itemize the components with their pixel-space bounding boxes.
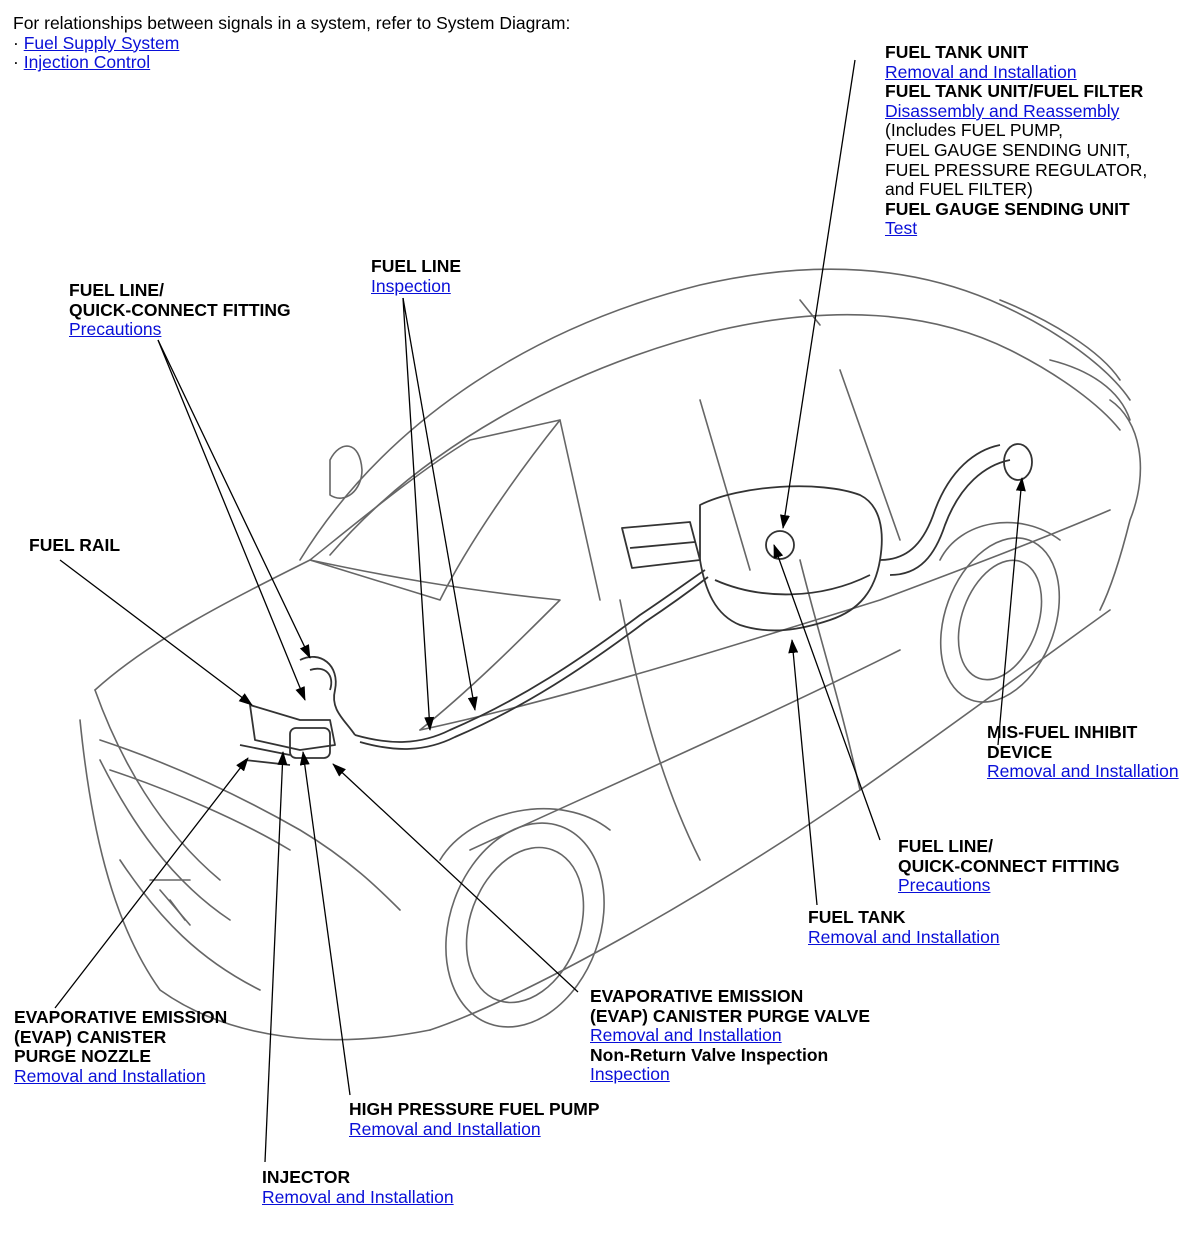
link-row: Removal and Installation (987, 762, 1187, 782)
callout-note: (Includes FUEL PUMP, (885, 120, 1063, 141)
callout-heading: FUEL TANK UNIT/FUEL FILTER (885, 81, 1144, 102)
callout-evap-canister-purge-valve: EVAPORATIVE EMISSION(EVAP) CANISTER PURG… (590, 986, 871, 1085)
link-row: Disassembly and Reassembly (885, 100, 1147, 122)
callout-heading: (EVAP) CANISTER PURGE VALVE (590, 1005, 871, 1026)
callout-heading: INJECTOR (262, 1167, 351, 1187)
callout-fuel-rail: FUEL RAIL (29, 535, 121, 556)
injector-link[interactable]: Removal and Installation (262, 1186, 454, 1207)
mis-fuel-link[interactable]: Removal and Installation (987, 761, 1179, 782)
callout-heading: FUEL RAIL (29, 535, 121, 555)
car-body-outline (79, 268, 1142, 1041)
link-row: Precautions (898, 876, 1120, 896)
intro-text: For relationships between signals in a s… (13, 13, 571, 33)
fuel-tank-link[interactable]: Removal and Installation (808, 926, 1000, 947)
callout-note: and FUEL FILTER) (885, 179, 1033, 200)
fuel-system-components (239, 443, 1033, 766)
link-row: Test (885, 219, 1147, 239)
intro-link-row-2: · Injection Control (13, 52, 570, 73)
callout-heading: FUEL LINE (371, 256, 462, 276)
callout-heading: FUEL GAUGE SENDING UNIT (885, 198, 1130, 219)
link-row: Removal and Installation (14, 1065, 227, 1087)
callout-heading: FUEL TANK (808, 907, 906, 927)
link-row: Removal and Installation (808, 926, 1008, 948)
callout-heading: (EVAP) CANISTER (14, 1026, 167, 1047)
link-row: Removal and Installation (349, 1118, 600, 1140)
link-row: Inspection (371, 275, 461, 297)
bullet: · (13, 52, 19, 73)
evap-valve-link[interactable]: Removal and Installation (590, 1025, 782, 1046)
callout-heading: PURGE NOZZLE (14, 1046, 152, 1067)
callout-heading: QUICK-CONNECT FITTING (69, 299, 291, 320)
link-row: Precautions (69, 320, 291, 340)
evap-valve-link[interactable]: Inspection (590, 1064, 670, 1085)
callout-heading: FUEL LINE/ (898, 836, 993, 856)
fuel-line-qc-left-link[interactable]: Precautions (69, 319, 162, 340)
fuel-line-top-link[interactable]: Inspection (371, 275, 451, 296)
hp-pump-link[interactable]: Removal and Installation (349, 1118, 541, 1139)
intro-link-row-1: · Fuel Supply System (13, 32, 570, 54)
fuel-tank-unit-link[interactable]: Removal and Installation (885, 61, 1077, 82)
link-row: Removal and Installation (590, 1026, 870, 1046)
callout-heading: DEVICE (987, 741, 1053, 762)
callout-note: FUEL PRESSURE REGULATOR, (885, 159, 1148, 180)
fuel-line-qc-right-link[interactable]: Precautions (898, 875, 991, 896)
bullet: · (13, 32, 19, 53)
injection-control-link[interactable]: Injection Control (23, 52, 151, 73)
fuel-tank-unit-link[interactable]: Test (885, 218, 918, 239)
intro-block: For relationships between signals in a s… (13, 13, 571, 73)
link-row: Removal and Installation (885, 61, 1147, 83)
callout-note: FUEL GAUGE SENDING UNIT, (885, 139, 1131, 160)
callout-heading: MIS-FUEL INHIBIT (987, 722, 1138, 742)
callout-heading: FUEL TANK UNIT (885, 42, 1029, 62)
callout-heading: QUICK-CONNECT FITTING (898, 855, 1120, 876)
leader-lines (54, 59, 1026, 1163)
callout-heading: HIGH PRESSURE FUEL PUMP (349, 1099, 600, 1119)
callout-heading: FUEL LINE/ (69, 280, 164, 300)
callout-heading: Non-Return Valve Inspection (590, 1044, 829, 1065)
link-row: Inspection (590, 1065, 870, 1085)
fuel-tank-unit-link[interactable]: Disassembly and Reassembly (885, 100, 1120, 121)
callout-heading: EVAPORATIVE EMISSION (14, 1007, 228, 1027)
fuel-supply-system-link[interactable]: Fuel Supply System (23, 32, 180, 53)
link-row: Removal and Installation (262, 1186, 462, 1208)
callout-heading: EVAPORATIVE EMISSION (590, 986, 804, 1006)
evap-nozzle-link[interactable]: Removal and Installation (14, 1065, 206, 1086)
